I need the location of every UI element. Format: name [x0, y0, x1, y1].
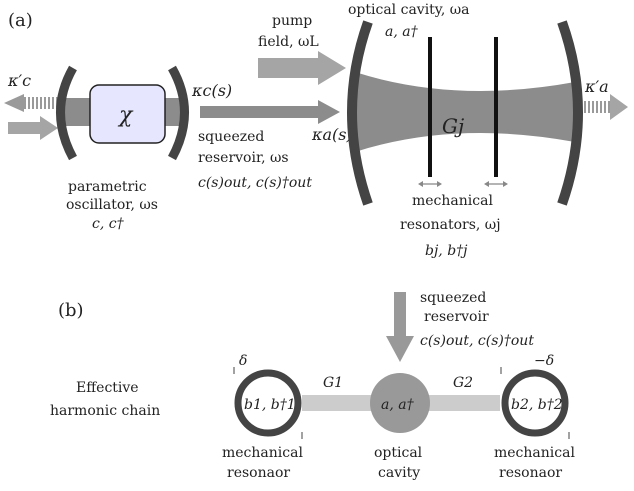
cavity-ops: a, a†	[385, 24, 419, 40]
delta-right-label: −δ	[534, 353, 554, 369]
membrane-2-motion-arrow	[484, 181, 508, 187]
cavity-node	[370, 373, 430, 433]
oscillator-caption-line2: oscillator, ωs	[66, 197, 158, 213]
right-node-ticks	[500, 367, 570, 439]
squeezed-label-line1: squeezed	[198, 129, 264, 145]
right-output-arrow	[578, 94, 628, 120]
oscillator-left-mirror	[56, 65, 77, 161]
link-g2	[428, 395, 500, 411]
membrane-1-motion-arrow	[418, 181, 442, 187]
center-node-label: a, a†	[381, 397, 415, 413]
left-output-arrow	[4, 94, 58, 112]
right-node-label: b2, b†2	[511, 397, 563, 413]
left-node-ticks	[233, 367, 303, 439]
center-node-caption-line2: cavity	[378, 465, 420, 481]
kappa-c-s-label: κc(s)	[191, 81, 232, 100]
link-g1	[302, 395, 372, 411]
g2-label: G2	[453, 375, 473, 391]
kappa-a-prime-label: κ′a	[584, 77, 609, 96]
squeezed-field-arrow	[200, 100, 340, 124]
chain-label-line1: Effective	[76, 380, 139, 396]
reservoir-label-line2: reservoir	[424, 309, 489, 325]
panel-a-label: (a)	[8, 10, 33, 31]
resonators-ops: bj, b†j	[425, 243, 468, 259]
cavity-label: optical cavity, ωa	[348, 2, 470, 18]
left-resonator-node	[234, 369, 302, 437]
reservoir-input-arrow	[386, 292, 414, 362]
reservoir-ops: c(s)out, c(s)†out	[420, 333, 534, 349]
chi-crystal	[89, 84, 166, 144]
right-node-caption-line1: mechanical	[494, 445, 575, 461]
panel-b-label: (b)	[58, 300, 84, 321]
delta-left-label: δ	[239, 353, 247, 369]
left-node-label: b1, b†1	[244, 397, 296, 413]
chi-label: χ	[117, 103, 134, 128]
cavity-beam	[355, 72, 575, 152]
squeezed-ops: c(s)out, c(s)†out	[198, 175, 312, 191]
cavity-left-mirror	[347, 20, 373, 206]
coupling-label: Gj	[442, 114, 464, 138]
oscillator-caption-line1: parametric	[68, 179, 147, 195]
chain-label-line2: harmonic chain	[50, 403, 160, 419]
center-node-caption-line1: optical	[374, 445, 423, 461]
kappa-a-s-label: κa(s)	[311, 125, 353, 144]
resonators-caption-line1: mechanical	[412, 193, 493, 209]
right-resonator-node	[501, 369, 569, 437]
kappa-c-prime-label: κ′c	[7, 71, 31, 90]
pump-label-line1: pump	[272, 13, 312, 29]
left-input-arrow	[8, 116, 58, 140]
reservoir-label-line1: squeezed	[420, 290, 486, 306]
resonators-caption-line2: resonators, ωj	[400, 217, 501, 233]
right-node-caption-line2: resonaor	[499, 465, 562, 481]
g1-label: G1	[323, 375, 343, 391]
left-node-caption-line1: mechanical	[222, 445, 303, 461]
oscillator-ops: c, c†	[92, 216, 125, 232]
pump-field-arrow	[258, 51, 346, 85]
left-node-caption-line2: resonaor	[227, 465, 290, 481]
pump-label-line2: field, ωL	[258, 34, 319, 50]
oscillator-right-mirror	[168, 65, 189, 161]
cavity-right-mirror	[557, 20, 583, 206]
squeezed-label-line2: reservoir, ωs	[198, 150, 289, 166]
